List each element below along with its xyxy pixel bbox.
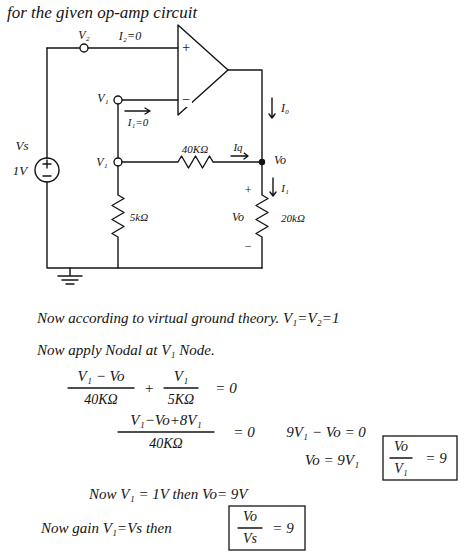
node-label: Vo [273, 154, 287, 166]
current-label: I₀ [280, 102, 290, 114]
resistor-value: 20kΩ [280, 213, 306, 224]
voltage-source-symbol [35, 158, 59, 182]
equation-term: Vo [242, 510, 258, 524]
terminal [80, 44, 88, 52]
resistor-symbol [122, 156, 262, 168]
note-line: Now V₁ = 1V then Vo= 9V [88, 487, 249, 502]
current-label: I₁ [280, 183, 290, 194]
pin-label: V₂ [77, 29, 91, 41]
equation-term: 5KΩ [167, 393, 195, 407]
wire [122, 99, 178, 100]
equation-term: Vo = 9V₁ [304, 453, 361, 468]
source-polarity [43, 160, 51, 176]
equation-term: 40KΩ [83, 393, 118, 407]
equation-term: = 0 [232, 425, 255, 440]
current-arrow [231, 153, 248, 159]
polarity-sign: − [243, 240, 253, 252]
answer-box [383, 436, 457, 480]
current-arrow [269, 98, 275, 118]
wire [47, 48, 262, 268]
resistor-symbol [112, 166, 124, 268]
fraction-bar [390, 457, 412, 458]
equation-term: Vo [393, 440, 409, 454]
resistor-symbol [228, 70, 268, 268]
voltage-label: Vo [231, 211, 245, 223]
current-arrow [125, 108, 150, 114]
equation-term: 9V₁ − Vo = 0 [285, 425, 367, 440]
equation-term: = 9 [424, 451, 447, 466]
equation-term: V₁ [173, 369, 189, 384]
resistor-value: 5kΩ [129, 212, 149, 223]
equation-term: V₁ − Vo [77, 369, 126, 384]
title: for the given op-amp circuit [6, 4, 198, 21]
node-label: V₁ [95, 156, 109, 168]
note-line: Now apply Nodal at V₁ Node. [36, 343, 216, 358]
terminal [114, 96, 122, 104]
source-value: 1V [12, 164, 28, 177]
ground-symbol [58, 268, 82, 284]
node-dot [260, 160, 265, 165]
input-sign: + [180, 41, 191, 55]
equation-term: 40KΩ [148, 437, 183, 451]
circuit [35, 25, 276, 284]
answer-box [229, 506, 305, 550]
polarity-sign: + [243, 184, 253, 196]
node-label: V₁ [96, 92, 110, 104]
resistor-value: 40KΩ [181, 144, 209, 155]
equation-term: Vs [242, 532, 258, 546]
fraction-bar [238, 527, 262, 528]
equation-term: = 0 [214, 381, 237, 396]
fraction-bar [68, 387, 134, 388]
note-line: Now gain V₁=Vs then [40, 521, 173, 536]
input-sign: − [180, 93, 191, 107]
equation-term: = 9 [271, 521, 294, 536]
equation-term: V₁−Vo+8V₁ [129, 413, 203, 428]
current-arrow [270, 178, 276, 196]
current-label: Iq [232, 142, 243, 153]
fraction-bar [118, 431, 214, 432]
op-amp-symbol [178, 25, 228, 115]
source-label: Vs [15, 139, 30, 152]
current-label: I₂=0 [118, 30, 142, 42]
fraction-bar [164, 387, 198, 388]
equation-term: V₁ [393, 462, 408, 476]
wire [47, 47, 178, 48]
current-label: I₁=0 [127, 117, 149, 128]
note-line: Now according to virtual ground theory. … [36, 311, 340, 326]
equation-term: + [143, 381, 155, 396]
terminal [114, 158, 122, 166]
wire [117, 104, 118, 158]
